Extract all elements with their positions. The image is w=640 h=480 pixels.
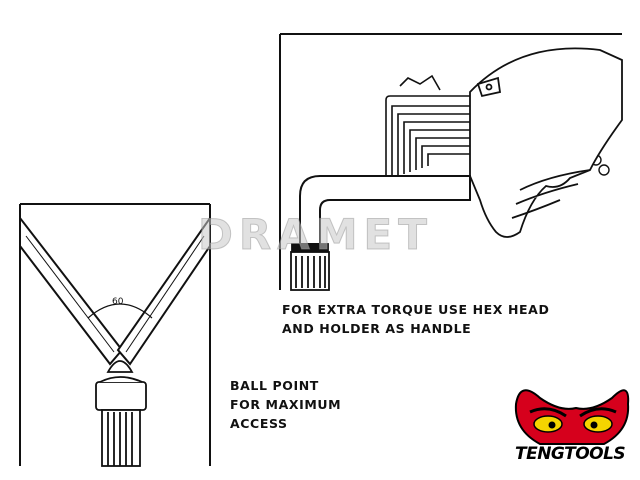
v-keys [19,214,211,366]
torque-caption: FOR EXTRA TORQUE USE HEX HEAD AND HOLDER… [282,300,549,338]
torque-caption-line-2: AND HOLDER AS HANDLE [282,321,472,336]
l-key-handle [299,175,471,245]
angle-label: 60 [112,297,124,307]
brand-name: TENGTOOLS [515,444,626,464]
torque-caption-line-1: FOR EXTRA TORQUE USE HEX HEAD [282,302,550,317]
torque-panel [279,33,622,290]
hand-drawing [469,47,623,238]
ball-socket [95,360,147,467]
ball-point-caption: BALL POINT FOR MAXIMUM ACCESS [230,376,341,433]
brand-logo [514,389,630,445]
ball-caption-line-2: FOR MAXIMUM [230,397,342,412]
hex-socket [290,243,330,291]
angle-arc [87,303,153,319]
watermark: DRAMET [198,210,433,260]
ball-caption-line-3: ACCESS [230,416,288,431]
ball-caption-line-1: BALL POINT [230,378,319,393]
